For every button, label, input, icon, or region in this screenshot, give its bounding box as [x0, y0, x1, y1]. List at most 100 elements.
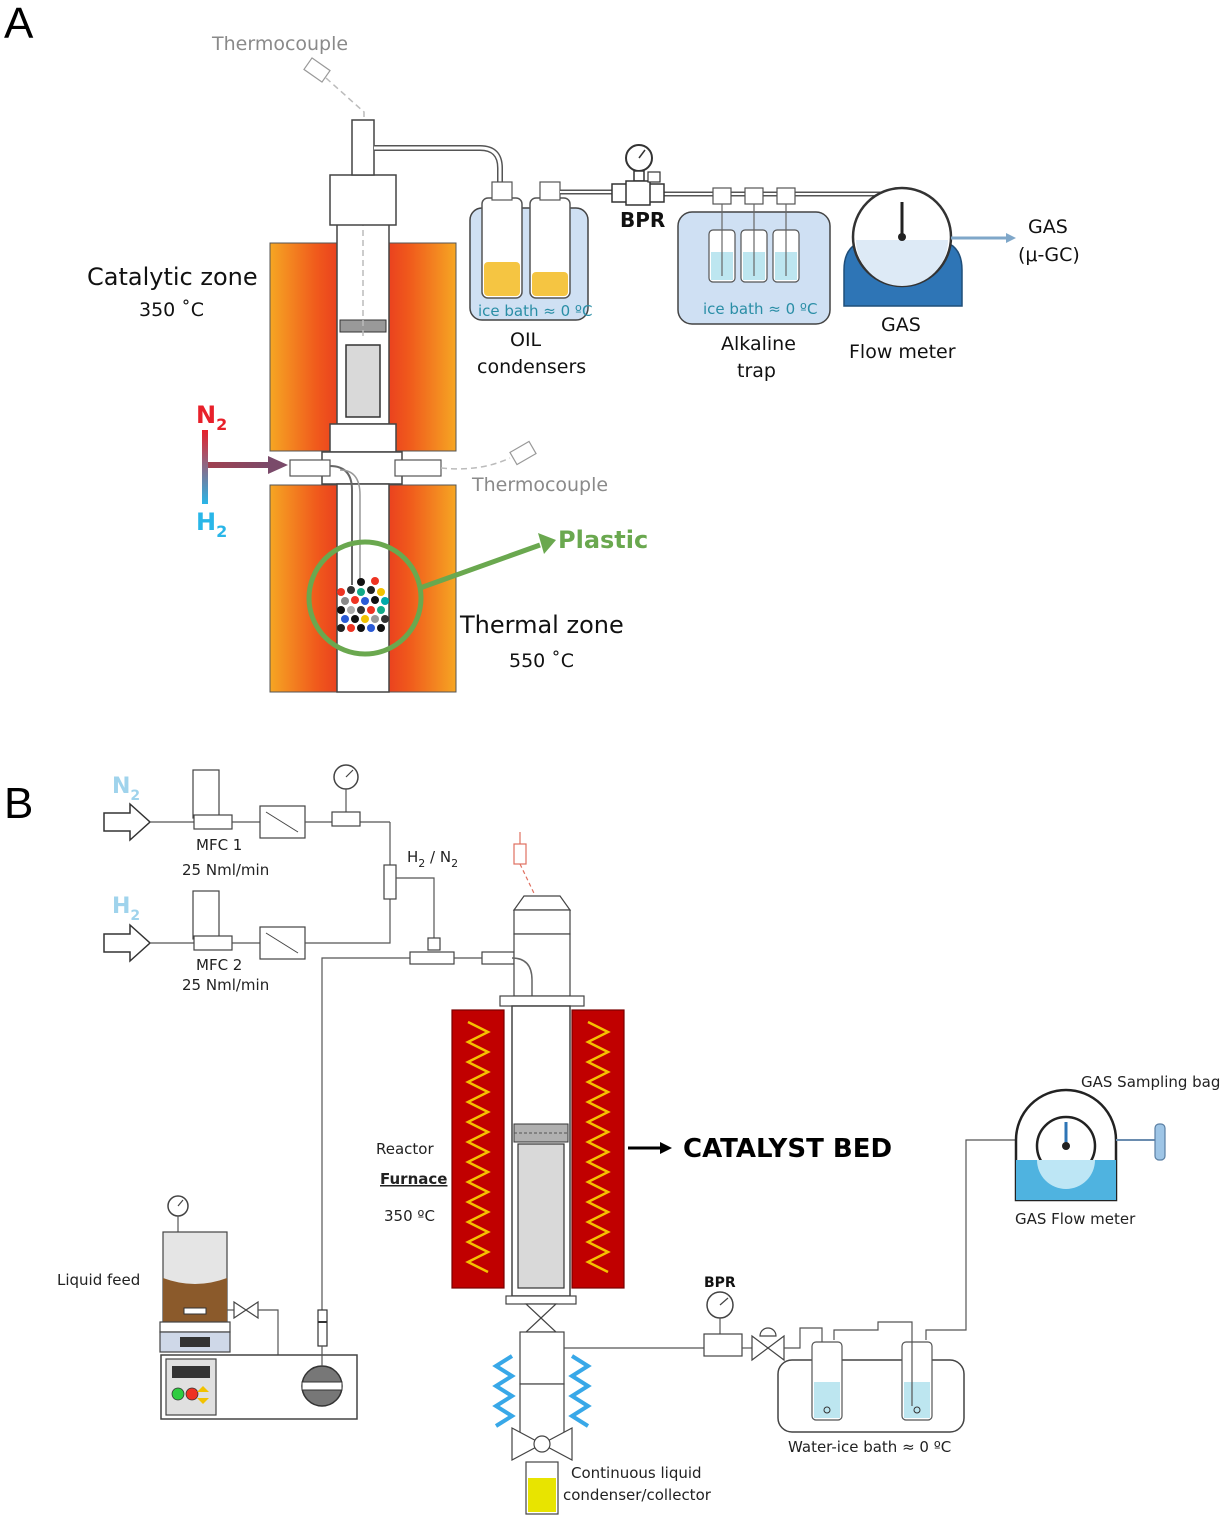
b-bottom-valve-top: [524, 1303, 558, 1319]
oil-label-2: condensers: [477, 356, 586, 378]
b-collector-liquid: [528, 1478, 556, 1512]
outlet-line-inner: [374, 146, 502, 185]
b-bpr-label: BPR: [704, 1275, 736, 1291]
b-reactor-head-1: [513, 909, 571, 935]
trap-frit-2: [913, 1406, 921, 1414]
b-flow-meter-label: GAS Flow meter: [1015, 1210, 1136, 1228]
b-flow-meter-dial-water: [1037, 1160, 1095, 1189]
liquid-feed-label: Liquid feed: [57, 1271, 140, 1289]
feed-stirrer-top: [159, 1321, 231, 1333]
furnace-label: Furnace: [380, 1170, 447, 1188]
feed-stir-bar: [183, 1307, 207, 1315]
b-catalyst-cartridge: [517, 1143, 565, 1289]
reactor-label: Reactor: [376, 1140, 434, 1158]
cooling-coil-right: [568, 1354, 592, 1428]
mfc1-filter-line: [265, 811, 299, 833]
liquid-feed-connector: [317, 1309, 328, 1347]
inj-tee-top: [427, 937, 441, 951]
b-line-to-meter: [925, 1139, 1016, 1340]
catalyst-bed-label: CATALYST BED: [683, 1134, 892, 1164]
a-h2-label: H2: [196, 508, 227, 541]
a-n2-label: N2: [196, 401, 227, 434]
mfc2-label: MFC 2: [196, 956, 242, 974]
feed-liquid: [163, 1278, 227, 1322]
thermocouple-side-label: Thermocouple: [471, 474, 608, 496]
mix-tee: [383, 864, 397, 900]
mfc1-label: MFC 1: [196, 836, 242, 854]
feed-valve-right: [244, 1300, 259, 1320]
feed-arrow-head: [268, 456, 288, 474]
b-condenser-body: [519, 1383, 565, 1445]
a-flow-meter-label-2: Flow meter: [849, 341, 956, 363]
mix-label: H2 / N2: [407, 848, 458, 870]
bpr-stem: [633, 170, 645, 182]
feed-stirrer-display: [180, 1337, 210, 1347]
alkaline-cap-1: [712, 187, 732, 205]
bpr-knob: [647, 171, 661, 183]
oil-cap-2: [539, 181, 561, 201]
thermocouple-top-label: Thermocouple: [211, 33, 348, 55]
feed-gauge-needle: [177, 1199, 184, 1207]
alkaline-label-1: Alkaline: [721, 333, 796, 355]
b-bottom-flange: [505, 1295, 577, 1305]
inlet-tube: [329, 465, 353, 585]
b-collector-valve-knob: [533, 1435, 551, 1453]
plastic-highlight-circle: [306, 539, 424, 657]
oil-ice-bath-label: ice bath ≈ 0 ºC: [478, 302, 592, 320]
b-collector-valve-right: [540, 1427, 573, 1461]
a-gas-out-label-1: GAS: [1028, 216, 1068, 238]
oil-condenser-1-liquid: [484, 262, 520, 296]
side-port: [394, 459, 442, 477]
thermocouple-top-wire: [325, 77, 365, 120]
pump-display: [172, 1366, 210, 1378]
thermocouple-side-plug: [509, 440, 537, 466]
cooling-coil-left: [492, 1354, 516, 1428]
plastic-pellets: [337, 577, 389, 632]
b-condenser-head: [519, 1331, 565, 1385]
b-needle-valve-right: [767, 1334, 785, 1362]
thermal-zone-temp: 550 ˚C: [509, 650, 574, 672]
panel-b-letter: B: [4, 779, 33, 828]
thermocouple-fitting: [351, 119, 375, 176]
h2-line-3: [305, 895, 391, 944]
mfc1-flow: 25 Nml/min: [182, 861, 269, 879]
b-n2-inlet-arrow: [103, 802, 152, 842]
reactor-flange: [329, 423, 397, 453]
gas-sampling-bag: [1154, 1123, 1166, 1161]
a-flow-meter-water: [856, 240, 948, 286]
a-gas-out-label-2: (μ-GC): [1018, 244, 1080, 266]
b-reactor-inlet-tube: [511, 957, 533, 1030]
pump-stop-button: [185, 1387, 199, 1401]
alkaline-label-2: trap: [737, 360, 776, 382]
b-n2-label: N2: [112, 774, 140, 804]
b-h2-inlet-arrow: [103, 923, 152, 963]
feed-arrow-shaft: [208, 462, 270, 468]
mix-line-out: [396, 877, 435, 938]
mfc2-filter-line: [265, 932, 299, 954]
trap-frit-1: [823, 1406, 831, 1414]
liquid-feed-line: [321, 957, 410, 1310]
water-ice-bath: [777, 1359, 965, 1433]
b-line-between-traps: [833, 1321, 913, 1406]
b-reactor-head-2: [513, 933, 571, 997]
condenser-label-1: Continuous liquid: [571, 1464, 702, 1482]
furnace-right-coil: [585, 1020, 611, 1274]
condenser-label-2: condenser/collector: [563, 1486, 712, 1504]
oil-cap-1: [491, 181, 513, 201]
pump-head-band: [301, 1381, 343, 1391]
furnace-left-coil: [465, 1020, 491, 1274]
pump-down-button: [197, 1398, 209, 1404]
reactor-tee: [321, 451, 403, 485]
thermocouple-top-plug: [303, 57, 331, 83]
alkaline-cap-2: [744, 187, 764, 205]
a-bpr-label: BPR: [620, 208, 665, 232]
a-gas-out-arrow: [1006, 233, 1016, 243]
inlet-tube-inner: [339, 469, 361, 585]
inj-tee: [409, 951, 455, 965]
catalyst-cartridge: [345, 344, 381, 418]
b-reactor-cap: [512, 895, 572, 911]
b-bottom-valve-bottom: [524, 1317, 558, 1333]
reactor-head: [329, 174, 397, 226]
trap-liquid-2: [904, 1382, 930, 1418]
gas-bag-label: GAS Sampling bag: [1081, 1073, 1220, 1091]
